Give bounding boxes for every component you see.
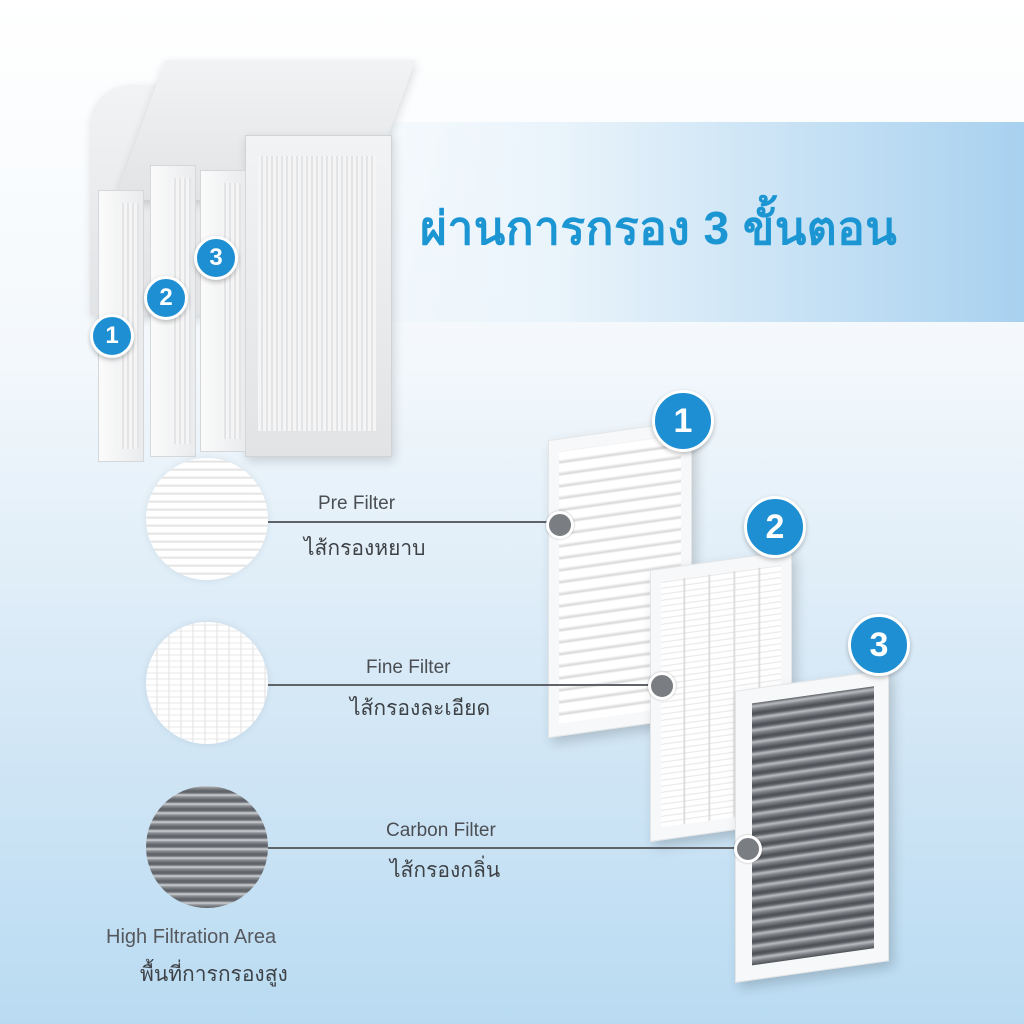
badge-large-3: 3 bbox=[848, 614, 910, 676]
housing-media bbox=[258, 156, 376, 431]
pre-filter-label-th: ไส้กรองหยาบ bbox=[304, 537, 426, 560]
fine-filter-swatch bbox=[146, 622, 268, 744]
fine-filter-label-en: Fine Filter bbox=[366, 657, 451, 678]
carbon-filter-panel bbox=[735, 669, 889, 983]
housing-frame bbox=[245, 135, 392, 457]
badge-small-2: 2 bbox=[144, 276, 188, 320]
carbon-filter-connector bbox=[268, 847, 746, 849]
footer-label-en: High Filtration Area bbox=[106, 926, 277, 948]
page-title: ผ่านการกรอง 3 ขั้นตอน bbox=[420, 202, 898, 254]
footer-label-th: พื้นที่การกรองสูง bbox=[140, 963, 288, 986]
slot-filter-3 bbox=[200, 170, 246, 452]
filter-housing-illustration bbox=[70, 40, 416, 462]
carbon-filter-swatch bbox=[146, 786, 268, 908]
fine-filter-connector-dot bbox=[648, 672, 676, 700]
pre-filter-connector bbox=[268, 521, 558, 523]
badge-small-1: 1 bbox=[90, 314, 134, 358]
slot-filter-3-media bbox=[221, 183, 241, 439]
badge-large-2: 2 bbox=[744, 496, 806, 558]
carbon-filter-media bbox=[752, 686, 874, 966]
badge-large-1: 1 bbox=[652, 390, 714, 452]
fine-filter-connector bbox=[268, 684, 660, 686]
pre-filter-label-en: Pre Filter bbox=[318, 493, 396, 514]
carbon-filter-label-en: Carbon Filter bbox=[386, 820, 496, 841]
pre-filter-swatch bbox=[146, 458, 268, 580]
pre-filter-connector-dot bbox=[546, 511, 574, 539]
title-band bbox=[300, 122, 1024, 322]
badge-small-3: 3 bbox=[194, 236, 238, 280]
fine-filter-label-th: ไส้กรองละเอียด bbox=[350, 697, 491, 720]
carbon-filter-connector-dot bbox=[734, 835, 762, 863]
carbon-filter-label-th: ไส้กรองกลิ่น bbox=[390, 859, 501, 882]
